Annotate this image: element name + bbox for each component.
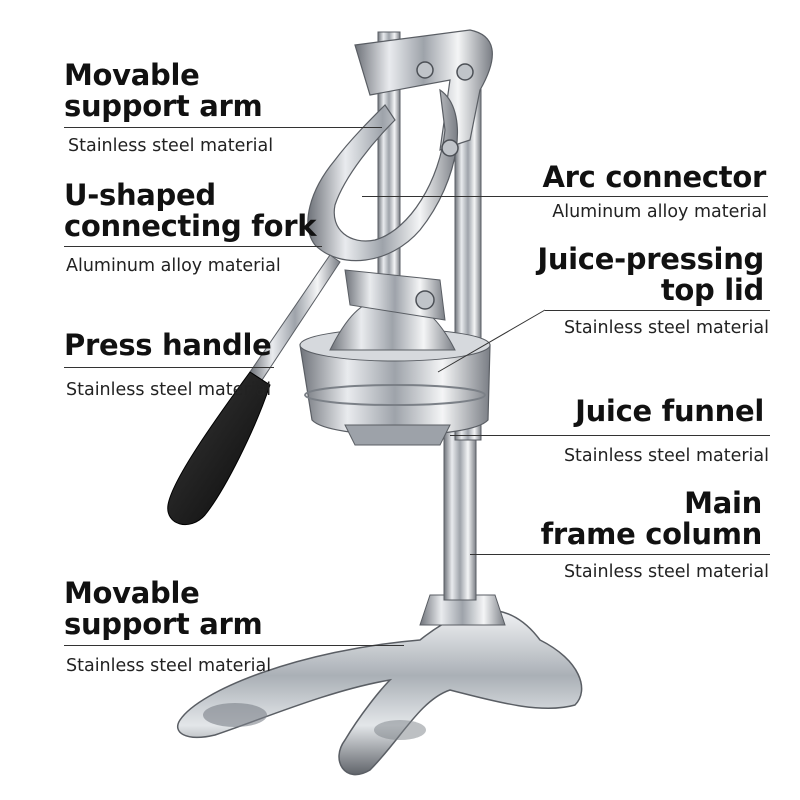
top-lid-title-line1: Juice-pressing — [537, 242, 764, 276]
juice-funnel-leader — [450, 435, 770, 436]
handle-grip — [167, 371, 271, 525]
support-arm-top-title-line1: Movable — [64, 58, 200, 92]
main-column-title-line2: frame column — [540, 517, 763, 551]
main-column-leader — [470, 554, 770, 555]
support-arm-top-material: Stainless steel material — [68, 136, 274, 156]
juice-funnel-title: Juice funnel — [575, 394, 764, 428]
support-arm-bottom-title: Movable support arm — [64, 576, 263, 641]
main-column-title: Main frame column — [540, 486, 763, 551]
arc-connector-material: Aluminum alloy material — [552, 202, 767, 222]
support-arm-bottom-material: Stainless steel material — [66, 656, 272, 676]
press-handle-title: Press handle — [64, 328, 272, 362]
top-lid-title: Juice-pressing top lid — [537, 244, 764, 306]
u-fork — [307, 88, 458, 262]
base — [177, 594, 583, 776]
u-fork-title-line2: connecting fork — [64, 209, 317, 243]
support-arm-bottom-title-line1: Movable — [64, 576, 200, 610]
juice-funnel-material: Stainless steel material — [563, 446, 769, 466]
top-lid-leader — [545, 310, 770, 311]
arc-connector-leader — [362, 196, 768, 197]
support-arm-bottom-leader — [64, 645, 404, 646]
press-handle-material: Stainless steel material — [66, 380, 272, 400]
main-column-title-line1: Main — [684, 486, 762, 520]
u-fork-leader — [64, 246, 322, 247]
u-fork-title-line1: U-shaped — [64, 178, 216, 212]
u-fork-material: Aluminum alloy material — [66, 256, 281, 276]
press-handle-leader — [64, 367, 274, 368]
support-arm-bottom-title-line2: support arm — [64, 607, 263, 641]
support-arm-top-title: Movable support arm — [64, 58, 263, 123]
u-fork-title: U-shaped connecting fork — [64, 178, 317, 243]
main-column-material: Stainless steel material — [563, 562, 769, 582]
main-column — [443, 429, 477, 601]
support-arm-top-title-line2: support arm — [64, 89, 263, 123]
top-lid-material: Stainless steel material — [563, 318, 769, 338]
support-arm-top-leader — [64, 127, 382, 128]
arc-connector-title: Arc connector — [542, 160, 767, 194]
top-lid-title-line2: top lid — [660, 273, 764, 307]
